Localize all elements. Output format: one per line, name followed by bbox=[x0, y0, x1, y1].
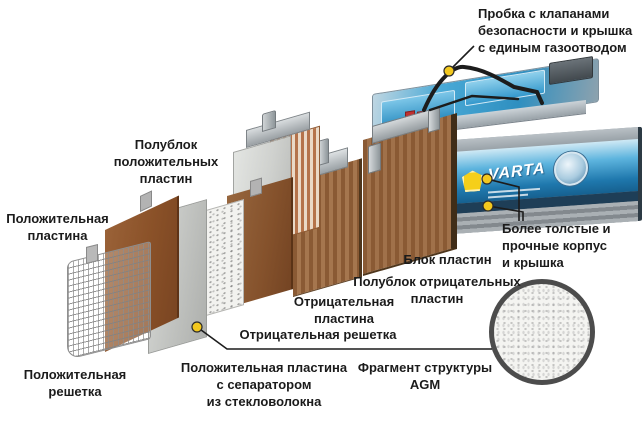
label-case-cover: Более толстые и прочные корпус и крышка bbox=[502, 221, 611, 270]
label-spec-line bbox=[488, 187, 540, 194]
varta-logo-icon bbox=[462, 170, 483, 192]
label-agm-fragment: Фрагмент структуры AGM bbox=[357, 360, 493, 392]
label-plate-block: Блок пластин bbox=[403, 252, 492, 267]
label-halfblock-negative: Полублок отрицательных пластин bbox=[353, 274, 521, 306]
brand-text: VARTA bbox=[487, 160, 546, 184]
label-positive-grid: Положительная решетка bbox=[23, 367, 127, 399]
battery-terminal-clamp bbox=[549, 55, 593, 85]
positive-grid-mesh bbox=[67, 241, 151, 360]
label-spec-line bbox=[488, 193, 528, 199]
plate-block-terminal-left bbox=[368, 142, 381, 174]
label-positive-plate-separator: Положительная пластина с сепаратором из … bbox=[180, 360, 348, 409]
label-negative-grid: Отрицательная решетка bbox=[239, 327, 397, 342]
agm-structure-circle bbox=[489, 279, 595, 385]
label-halfblock-positive: Полублок положительных пластин bbox=[113, 137, 219, 186]
battery-top-sticker-right bbox=[465, 69, 545, 107]
label-negative-plate: Отрицательная пластина bbox=[293, 294, 395, 326]
start-stop-badge-icon bbox=[554, 150, 588, 187]
negative-plate-lug bbox=[250, 177, 262, 197]
battery-front-face: VARTA bbox=[452, 126, 642, 234]
label-positive-plate: Положительная пластина bbox=[6, 211, 109, 243]
label-plug-valve: Пробка с клапанами безопасности и крышка… bbox=[478, 6, 633, 55]
plate-block-terminal-right bbox=[428, 106, 440, 133]
positive-grid-lug bbox=[86, 244, 98, 264]
